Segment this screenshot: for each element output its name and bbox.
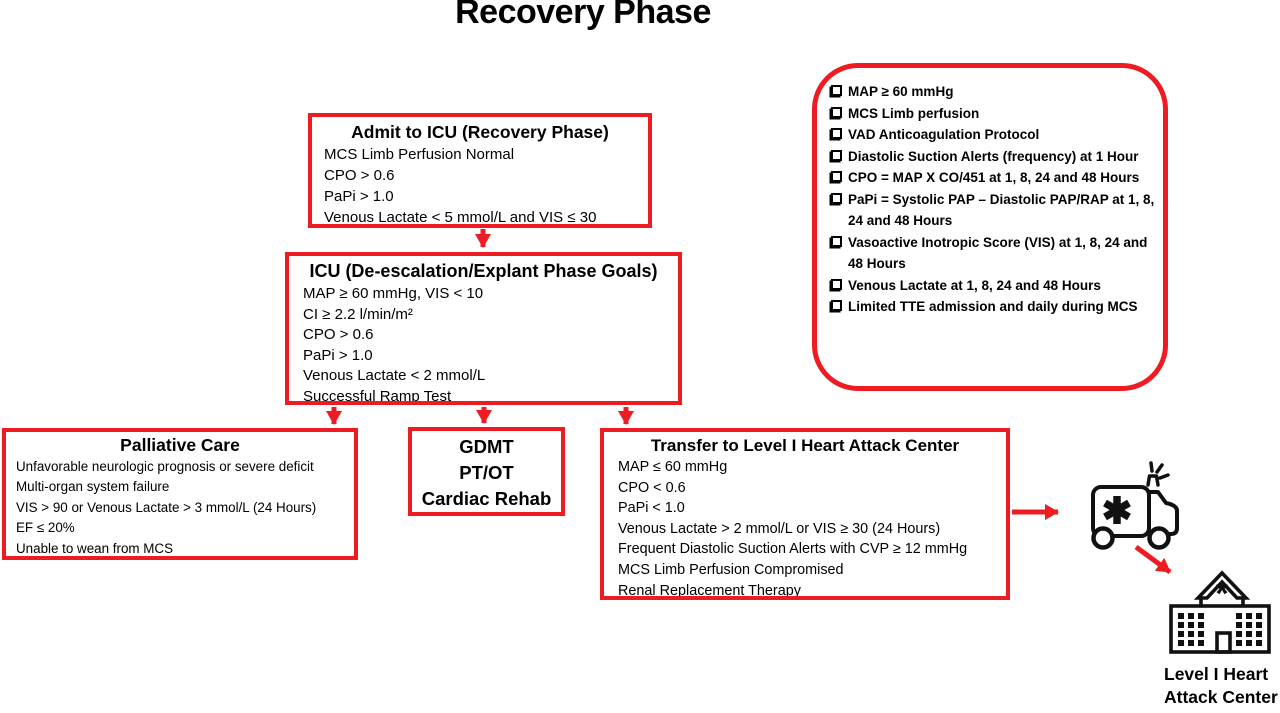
- box-gdmt-lines: GDMT PT/OT Cardiac Rehab: [412, 434, 561, 512]
- checklist-item-label: PaPi = Systolic PAP – Diastolic PAP/RAP …: [848, 191, 1155, 229]
- criteria-line: EF ≤ 20%: [16, 520, 75, 536]
- checklist-items: MAP ≥ 60 mmHg MCS Limb perfusion VAD Ant…: [831, 81, 1159, 318]
- criteria-line: MCS Limb Perfusion Compromised: [618, 561, 844, 578]
- criteria-line: Unfavorable neurologic prognosis or seve…: [16, 459, 314, 474]
- criteria-line: MAP ≤ 60 mmHg: [618, 459, 728, 475]
- checkbox-icon: [831, 235, 842, 247]
- box-transfer-title: Transfer to Level I Heart Attack Center: [650, 436, 960, 455]
- checklist-item-label: VAD Anticoagulation Protocol: [848, 127, 1040, 142]
- checklist-item-label: Venous Lactate at 1, 8, 24 and 48 Hours: [848, 277, 1101, 293]
- checklist-item-label: Vasoactive Inotropic Score (VIS) at 1, 8…: [848, 234, 1148, 272]
- criteria-line: Multi-organ system failure: [16, 479, 170, 495]
- destination-label: Level I Heart Attack Center: [1164, 663, 1278, 709]
- checklist-item-label: MAP ≥ 60 mmHg: [848, 84, 954, 99]
- checklist-item: Diastolic Suction Alerts (frequency) at …: [831, 146, 1159, 168]
- checkbox-icon: [831, 171, 842, 182]
- criteria-line: PaPi > 1.0: [324, 188, 394, 205]
- box-palliative-care: Palliative Care Unfavorable neurologic p…: [2, 428, 358, 560]
- ambulance-icon: [1091, 461, 1179, 550]
- criteria-line: Frequent Diastolic Suction Alerts with C…: [618, 541, 968, 558]
- checklist-item-label: Limited TTE admission and daily during M…: [848, 299, 1138, 314]
- criteria-line: Venous Lactate < 5 mmol/L and VIS ≤ 30: [324, 209, 597, 226]
- svg-text:*: *: [1215, 575, 1229, 613]
- box-icu-title: ICU (De-escalation/Explant Phase Goals): [309, 261, 658, 281]
- checklist-item: Venous Lactate at 1, 8, 24 and 48 Hours: [831, 275, 1159, 297]
- gdmt-line: Cardiac Rehab: [421, 488, 552, 509]
- checklist-item: MAP ≥ 60 mmHg: [831, 81, 1159, 103]
- checklist-item-label: MCS Limb perfusion: [848, 105, 980, 121]
- gdmt-line: PT/OT: [459, 462, 514, 483]
- box-gdmt: GDMT PT/OT Cardiac Rehab: [408, 427, 565, 516]
- criteria-line: CPO < 0.6: [618, 479, 686, 496]
- checkbox-icon: [831, 149, 842, 161]
- criteria-line: MCS Limb Perfusion Normal: [324, 146, 515, 163]
- checklist-item: MCS Limb perfusion: [831, 103, 1159, 125]
- criteria-line: CPO > 0.6: [303, 326, 374, 343]
- destination-label-line1: Level I Heart: [1164, 664, 1269, 684]
- criteria-line: VIS > 90 or Venous Lactate > 3 mmol/L (2…: [16, 499, 317, 515]
- checklist-item: VAD Anticoagulation Protocol: [831, 124, 1159, 146]
- hospital-icon: *: [1169, 570, 1271, 654]
- checklist-item: CPO = MAP X CO/451 at 1, 8, 24 and 48 Ho…: [831, 167, 1159, 189]
- box-transfer-level1: Transfer to Level I Heart Attack Center …: [600, 428, 1010, 600]
- criteria-line: PaPi < 1.0: [618, 500, 685, 517]
- criteria-line: Renal Replacement Therapy: [618, 582, 801, 599]
- checklist-item: Vasoactive Inotropic Score (VIS) at 1, 8…: [831, 232, 1159, 275]
- criteria-line: Unable to wean from MCS: [16, 540, 174, 556]
- checkbox-icon: [831, 192, 842, 204]
- checkbox-icon: [831, 85, 842, 96]
- checkbox-icon: [831, 300, 842, 311]
- box-admit-title: Admit to ICU (Recovery Phase): [351, 122, 609, 142]
- criteria-line: Venous Lactate > 2 mmol/L or VIS ≥ 30 (2…: [618, 520, 941, 537]
- destination-label-line2: Attack Center: [1164, 687, 1278, 707]
- checklist-item-label: CPO = MAP X CO/451 at 1, 8, 24 and 48 Ho…: [848, 170, 1140, 185]
- criteria-line: PaPi > 1.0: [303, 346, 373, 364]
- criteria-line: Venous Lactate < 2 mmol/L: [303, 367, 486, 384]
- box-palliative-title: Palliative Care: [120, 435, 240, 455]
- criteria-line: Successful Ramp Test: [303, 387, 452, 405]
- criteria-line: MAP ≥ 60 mmHg, VIS < 10: [303, 285, 484, 302]
- criteria-line: CI ≥ 2.2 l/min/m²: [303, 305, 413, 323]
- criteria-line: CPO > 0.6: [324, 167, 395, 184]
- checklist-item-label: Diastolic Suction Alerts (frequency) at …: [848, 148, 1139, 164]
- checkbox-icon: [831, 128, 842, 139]
- page-title: Recovery Phase: [455, 0, 711, 31]
- arrow-ambulance-to-hospital: [1134, 544, 1172, 575]
- checklist-item: Limited TTE admission and daily during M…: [831, 296, 1159, 318]
- gdmt-line: GDMT: [459, 436, 514, 457]
- box-palliative-criteria: Unfavorable neurologic prognosis or seve…: [6, 457, 354, 556]
- checkbox-icon: [831, 278, 842, 290]
- box-admit-to-icu: Admit to ICU (Recovery Phase) MCS Limb P…: [308, 113, 652, 228]
- box-icu-goals: ICU (De-escalation/Explant Phase Goals) …: [285, 252, 682, 405]
- checkbox-icon: [831, 106, 842, 118]
- checklist-item: PaPi = Systolic PAP – Diastolic PAP/RAP …: [831, 189, 1159, 232]
- monitoring-checklist-panel: MAP ≥ 60 mmHg MCS Limb perfusion VAD Ant…: [812, 63, 1168, 391]
- box-icu-criteria: MAP ≥ 60 mmHg, VIS < 10 CI ≥ 2.2 l/min/m²…: [289, 284, 678, 405]
